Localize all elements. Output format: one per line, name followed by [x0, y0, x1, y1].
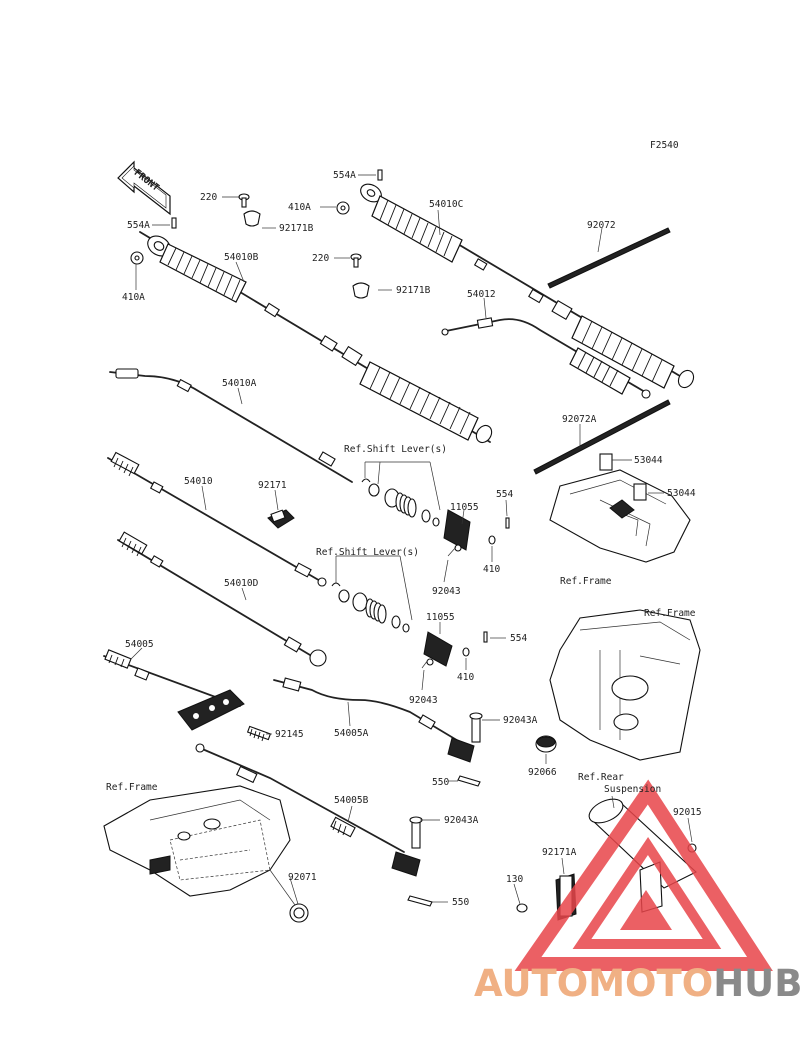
cable-54010	[107, 451, 327, 587]
shift-lever-group-2	[331, 555, 488, 669]
frame-section-1	[549, 453, 691, 563]
callout-220-2: 220	[312, 253, 329, 264]
cable-54010B	[139, 231, 493, 444]
callouts: 554A 220 410A 54010C 92171B 554A 92072 5…	[106, 170, 702, 908]
cable-54010D	[117, 531, 327, 667]
shift-lever-group-1	[361, 461, 510, 557]
callout-92171B-1: 92171B	[279, 223, 314, 234]
cable-54005B	[195, 743, 433, 907]
callout-410-2: 410	[457, 672, 474, 683]
watermark-part1: AUTOMOTO	[474, 962, 714, 1005]
callout-53044-2: 53044	[667, 488, 696, 499]
callout-92171A: 92171A	[542, 847, 577, 858]
spring-92145	[246, 725, 272, 742]
callout-54012: 54012	[467, 289, 496, 300]
clamp-92171	[267, 509, 295, 529]
callout-92015: 92015	[673, 807, 702, 818]
ref-frame-1: Ref.Frame	[560, 576, 612, 587]
callout-11055-1: 11055	[450, 502, 479, 513]
callout-54010: 54010	[184, 476, 213, 487]
callout-92071: 92071	[288, 872, 317, 883]
callout-554A-2: 554A	[127, 220, 150, 231]
cable-54005	[103, 649, 245, 731]
callout-54005B: 54005B	[334, 795, 369, 806]
ref-shift-lever-1: Ref.Shift Lever(s)	[344, 444, 447, 455]
tie-straps	[533, 227, 671, 475]
leader-lines	[129, 174, 693, 905]
ref-frame-2: Ref.Frame	[644, 608, 696, 619]
callout-92043A-2: 92043A	[444, 815, 479, 826]
callout-410-1: 410	[483, 564, 500, 575]
callout-92171: 92171	[258, 480, 287, 491]
callout-92072A: 92072A	[562, 414, 597, 425]
grommet-92066	[535, 735, 557, 753]
callout-54005: 54005	[125, 639, 154, 650]
callout-130: 130	[506, 874, 523, 885]
watermark-logo	[514, 779, 773, 971]
callout-554-2: 554	[510, 633, 527, 644]
callout-92043-2: 92043	[409, 695, 438, 706]
callout-92066: 92066	[528, 767, 557, 778]
ref-frame-3: Ref.Frame	[106, 782, 158, 793]
callout-92171B-2: 92171B	[396, 285, 431, 296]
callout-220-1: 220	[200, 192, 217, 203]
cable-54010A	[109, 368, 353, 483]
callout-554-1: 554	[496, 489, 513, 500]
callout-410A-2: 410A	[122, 292, 145, 303]
callout-54010D: 54010D	[224, 578, 259, 589]
callout-550-2: 550	[452, 897, 469, 908]
callout-54010A: 54010A	[222, 378, 257, 389]
ref-rear-2: Suspension	[604, 784, 661, 795]
frame-section-3	[103, 785, 296, 906]
frame-section-2	[549, 609, 701, 761]
fasteners-top	[130, 169, 383, 299]
callout-54010C: 54010C	[429, 199, 463, 210]
cable-54005A	[273, 677, 483, 787]
callout-92145: 92145	[275, 729, 304, 740]
figure-id: F2540	[650, 140, 679, 151]
callout-92072: 92072	[587, 220, 616, 231]
callout-410A-1: 410A	[288, 202, 311, 213]
watermark-text: AUTOMOTOHUB	[474, 962, 800, 1005]
callout-550-1: 550	[432, 777, 449, 788]
callout-11055-2: 11055	[426, 612, 455, 623]
callout-92043-1: 92043	[432, 586, 461, 597]
callout-54005A: 54005A	[334, 728, 369, 739]
cable-54010C	[360, 183, 695, 389]
watermark-part2: HUB	[713, 962, 800, 1005]
front-arrow-icon: FRONT	[117, 160, 171, 216]
ref-shift-lever-2: Ref.Shift Lever(s)	[316, 547, 419, 558]
callout-53044-1: 53044	[634, 455, 663, 466]
callout-554A-1: 554A	[333, 170, 356, 181]
callout-54010B: 54010B	[224, 252, 259, 263]
grommet-92071	[289, 903, 309, 923]
callout-92043A-1: 92043A	[503, 715, 538, 726]
ref-rear-1: Ref.Rear	[578, 772, 624, 783]
cable-54012	[441, 317, 651, 399]
